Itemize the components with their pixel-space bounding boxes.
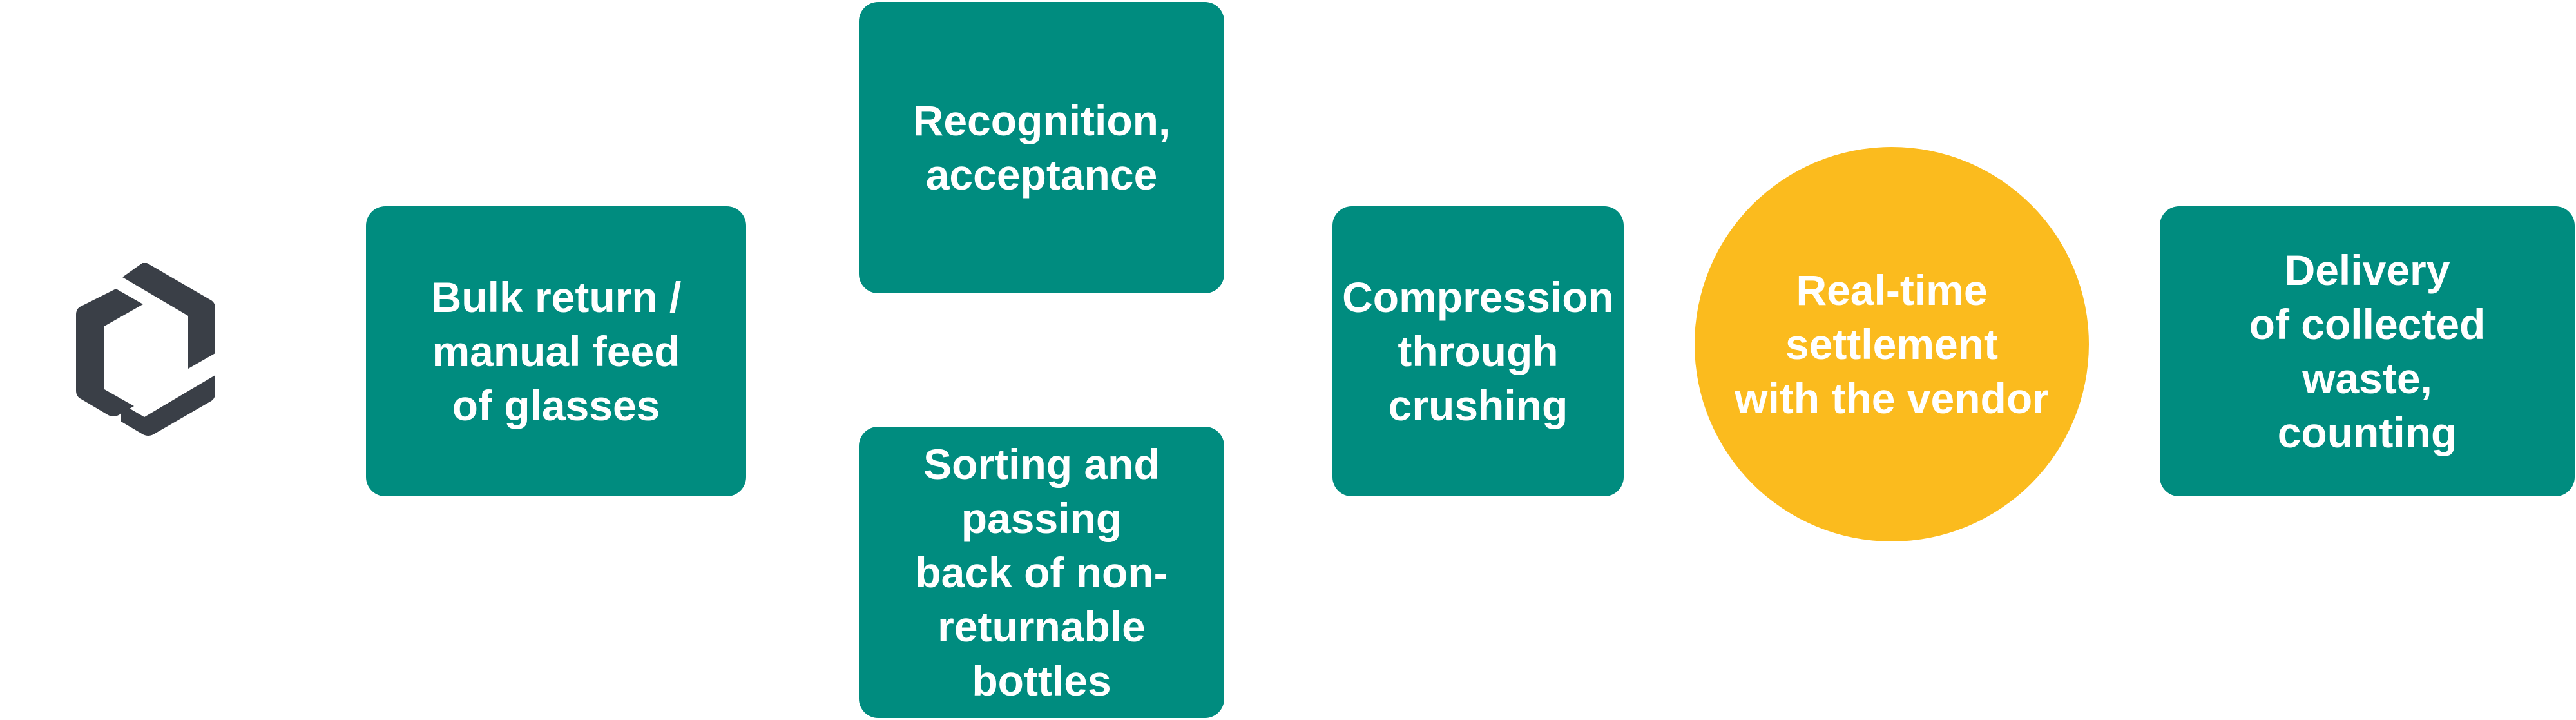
recycling-hexagon-logo-icon [76,263,215,436]
step-delivery: Delivery of collected waste, counting [2160,206,2575,496]
step-compression: Compression through crushing [1332,206,1624,496]
step-sorting: Sorting and passing back of non- returna… [859,427,1224,718]
step-settlement: Real-time settlement with the vendor [1695,147,2089,541]
step-bulk-return: Bulk return / manual feed of glasses [366,206,746,496]
step-recognition-acceptance: Recognition, acceptance [859,2,1224,293]
